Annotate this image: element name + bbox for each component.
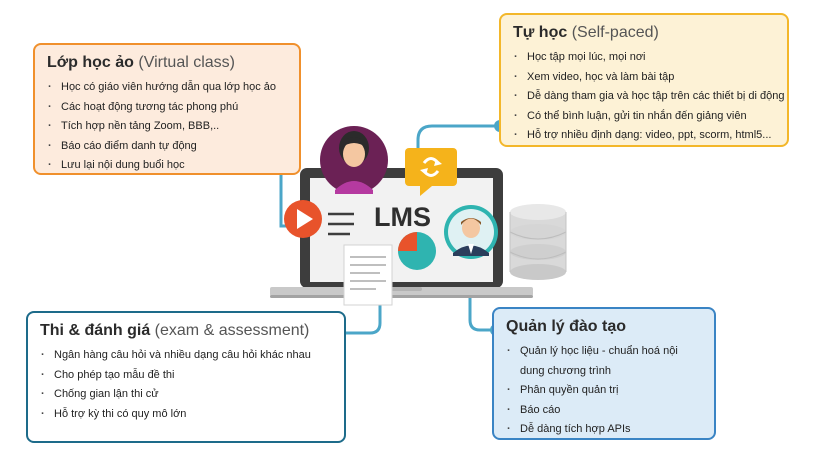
refresh-chat-icon [405, 148, 457, 196]
exam-assessment-box: Thi & đánh giá (exam & assessment) Ngân … [26, 311, 346, 443]
list-item: Quản lý học liệu - chuẩn hoá nội dung ch… [506, 342, 704, 381]
virtual-class-heading: Lớp học ảo (Virtual class) [47, 54, 289, 72]
self-paced-list: Học tập mọi lúc, mọi nơi Xem video, học … [513, 48, 784, 146]
exam-title: Thi & đánh giá [40, 322, 151, 339]
exam-subtitle: (exam & assessment) [154, 322, 310, 339]
list-item: Hỗ trợ nhiều định dạng: video, ppt, scor… [513, 126, 777, 146]
list-item: Báo cáo điểm danh tự động [47, 137, 289, 157]
list-item: Chống gian lận thi cử [40, 385, 334, 405]
play-icon [284, 200, 322, 238]
training-management-heading: Quản lý đào tạo [506, 318, 704, 336]
virtual-class-subtitle: (Virtual class) [138, 54, 236, 71]
list-item: Dễ dàng tham gia và học tập trên các thi… [513, 87, 784, 107]
database-icon [509, 204, 567, 280]
list-item: Học tập mọi lúc, mọi nơi [513, 48, 777, 68]
exam-heading: Thi & đánh giá (exam & assessment) [40, 322, 334, 340]
teacher-avatar-icon [320, 126, 388, 194]
screen-lines [328, 212, 354, 236]
list-item: Các hoạt động tương tác phong phú [47, 98, 289, 118]
training-management-box: Quản lý đào tạo Quản lý học liệu - chuẩn… [492, 307, 716, 440]
training-management-list: Quản lý học liệu - chuẩn hoá nội dung ch… [506, 342, 704, 440]
self-paced-subtitle: (Self-paced) [571, 24, 659, 41]
list-item: Lưu lại nội dung buổi học [47, 156, 289, 176]
list-item: Ngân hàng câu hỏi và nhiều dạng câu hỏi … [40, 346, 334, 366]
student-avatar-icon [444, 205, 498, 259]
list-item: Dễ dàng tích hợp APIs [506, 420, 704, 440]
list-item: Hỗ trợ kỳ thi có quy mô lớn [40, 405, 334, 425]
list-item: Có thể bình luận, gửi tin nhắn đến giảng… [513, 107, 777, 127]
self-paced-box: Tự học (Self-paced) Học tập mọi lúc, mọi… [499, 13, 789, 147]
list-item: Học có giáo viên hướng dẫn qua lớp học ả… [47, 78, 289, 98]
self-paced-title: Tự học [513, 24, 568, 41]
list-item: Báo cáo [506, 401, 704, 421]
list-item: Cho phép tạo mẫu đề thi [40, 366, 334, 386]
training-management-title: Quản lý đào tạo [506, 318, 627, 335]
virtual-class-box: Lớp học ảo (Virtual class) Học có giáo v… [33, 43, 301, 175]
self-paced-heading: Tự học (Self-paced) [513, 24, 777, 42]
pie-chart-icon [398, 232, 436, 270]
document-icon [343, 244, 393, 306]
lms-label: LMS [374, 202, 431, 232]
list-item: Xem video, học và làm bài tập [513, 68, 777, 88]
virtual-class-title: Lớp học ảo [47, 54, 134, 71]
list-item: Tích hợp nền tảng Zoom, BBB,.. [47, 117, 289, 137]
list-item: Phân quyền quản trị [506, 381, 704, 401]
virtual-class-list: Học có giáo viên hướng dẫn qua lớp học ả… [47, 78, 289, 176]
exam-list: Ngân hàng câu hỏi và nhiều dạng câu hỏi … [40, 346, 334, 424]
